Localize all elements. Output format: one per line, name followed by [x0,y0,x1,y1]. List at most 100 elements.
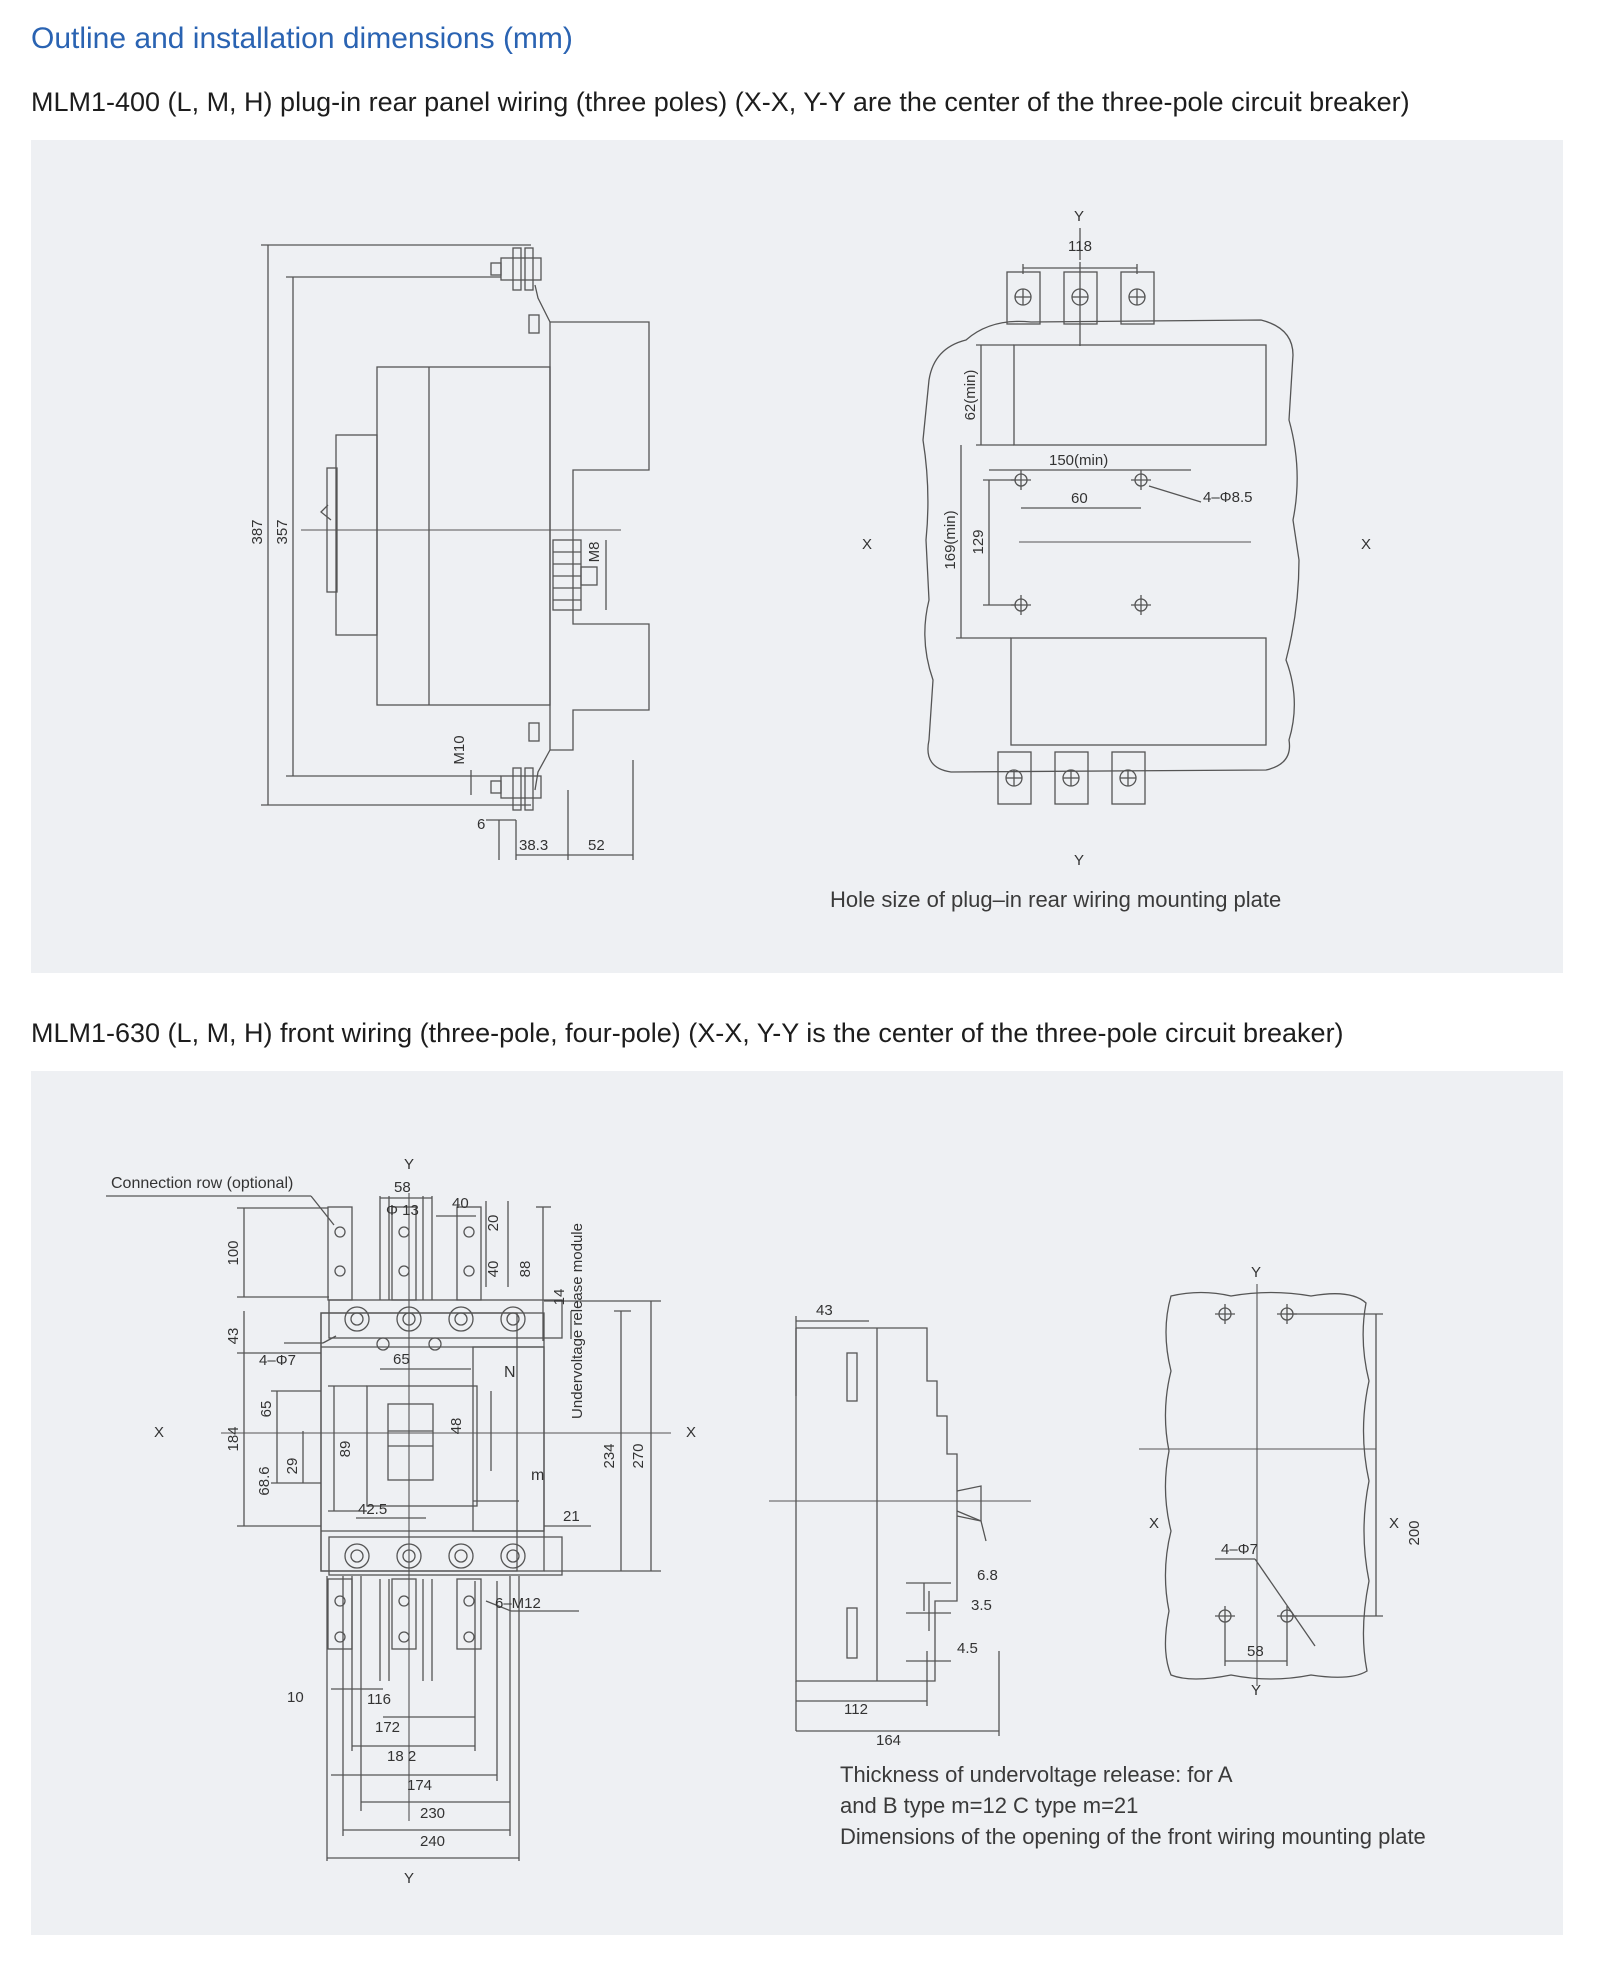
section1-drawing: 387 357 M8 M10 6 38.3 52 Y Y X X 118 62(… [249,208,1371,912]
n-pole-section [472,1346,545,1532]
dim-40-top: 40 [452,1195,469,1212]
upper-opening [1013,344,1267,446]
plate-outline [922,319,1300,773]
dim-387: 387 [249,519,266,544]
dim-14: 14 [551,1289,568,1306]
plate-caption: Hole size of plug–in rear wiring mountin… [830,887,1281,912]
dim-230: 230 [420,1805,445,1822]
dim-m10: M10 [451,735,468,764]
dim-6: 6 [477,816,485,833]
dim-holes-7: 4–Φ7 [259,1352,296,1369]
side-dim-3-5: 3.5 [971,1597,992,1614]
dim-270: 270 [630,1443,647,1468]
front-top-connection-rows [327,1196,482,1301]
section2-drawing: Connection row (optional) Y Y X X Underv… [106,1156,1426,1887]
side-view-630-body [795,1327,958,1682]
plate630-axis-y-bottom: Y [1251,1682,1261,1699]
section1-drawing-panel: 387 357 M8 M10 6 38.3 52 Y Y X X 118 62(… [31,140,1563,973]
dim-58: 58 [394,1179,411,1196]
plate630-dim-58: 58 [1247,1643,1264,1660]
top-terminals [1006,271,1155,325]
n-pole-label: N [504,1364,516,1381]
front-axis-y-top: Y [404,1156,414,1173]
bottom-terminals [997,751,1146,805]
breaker-body [376,366,551,706]
page-heading: Outline and installation dimensions (mm) [31,22,573,55]
dim-118: 118 [1068,238,1092,255]
lower-opening [1010,637,1267,746]
handle-recess [366,1385,478,1507]
dim-169min: 169(min) [942,510,959,569]
dim-40-side: 40 [485,1261,502,1278]
section1-subtitle: MLM1-400 (L, M, H) plug-in rear panel wi… [31,87,1410,117]
breaker-front-cover [335,434,378,636]
front-top-terminals [328,1299,563,1351]
dim-234: 234 [601,1443,618,1468]
dim-29: 29 [284,1458,301,1475]
undervoltage-module-label: Undervoltage release module [569,1223,586,1419]
side-dim-6-8: 6.8 [977,1567,998,1584]
side-dim-43: 43 [816,1302,833,1319]
side-view-630 [795,1327,987,1682]
plate-axis-x-right: X [1361,536,1371,553]
dim-48: 48 [448,1418,465,1435]
connection-row-label: Connection row (optional) [111,1175,293,1192]
note-line-2: and B type m=12 C type m=21 [840,1793,1138,1818]
plate-axis-y-top: Y [1074,208,1084,225]
dim-20: 20 [485,1215,502,1232]
dim-43: 43 [225,1328,242,1345]
dim-174: 174 [407,1777,432,1794]
dim-m8: M8 [586,542,603,563]
side-dim-112: 112 [844,1701,868,1718]
dim-100: 100 [225,1240,242,1265]
m-label: m [531,1467,544,1484]
dim-65-horizontal: 65 [393,1351,410,1368]
section2-subtitle: MLM1-630 (L, M, H) front wiring (three-p… [31,1018,1344,1048]
plate630-axis-y-top: Y [1251,1264,1261,1281]
plate-axis-y-bottom: Y [1074,852,1084,869]
plate630-dim-200: 200 [1406,1520,1423,1545]
dim-88: 88 [517,1261,534,1278]
dim-21: 21 [563,1508,580,1525]
dim-phi13: Φ 13 [386,1202,419,1219]
dim-172: 172 [375,1719,400,1736]
section2-drawing-panel: Connection row (optional) Y Y X X Underv… [31,1071,1563,1935]
dim-65-vertical: 65 [258,1401,275,1418]
dim-357: 357 [274,519,291,544]
side-dim-164: 164 [876,1732,901,1749]
dim-240: 240 [420,1833,445,1850]
front-wiring-mounting-plate [1164,1291,1370,1680]
dim-10: 10 [287,1689,304,1706]
dim-89: 89 [337,1441,354,1458]
dim-150min: 150(min) [1049,452,1108,469]
front-terminal-holes [334,1226,475,1643]
handle [387,1403,434,1481]
front-view-breaker [320,1312,545,1572]
dim-52: 52 [588,837,605,854]
dim-60: 60 [1071,490,1088,507]
side-dim-4-5: 4.5 [957,1640,978,1657]
front-axis-y-bottom: Y [404,1870,414,1887]
dim-18-2: 18 2 [387,1748,416,1765]
note-line-3: Dimensions of the opening of the front w… [840,1824,1426,1849]
side-view-breaker [320,247,650,811]
front-axis-x-left: X [154,1424,164,1441]
dim-62min: 62(min) [962,370,979,421]
plate630-axis-x-left: X [1149,1515,1159,1532]
front-bottom-terminals [328,1536,563,1576]
front-bottom-connection-rows [327,1578,482,1681]
dim-68-6: 68.6 [256,1466,273,1495]
plate630-axis-x-right: X [1389,1515,1399,1532]
dim-129: 129 [970,529,987,554]
rear-wiring-mounting-plate [922,319,1300,773]
plate-630-holes [1215,1304,1297,1626]
front-axis-x-right: X [686,1424,696,1441]
plate-axis-x-left: X [862,536,872,553]
plate-630-outline [1164,1291,1370,1680]
dim-184: 184 [225,1426,242,1451]
note-line-1: Thickness of undervoltage release: for A [840,1762,1233,1787]
dim-holes-8-5: 4–Φ8.5 [1203,489,1253,506]
dim-42-5: 42.5 [358,1501,387,1518]
dim-6-m12: 6–M12 [495,1595,541,1612]
dim-38-3: 38.3 [519,837,548,854]
